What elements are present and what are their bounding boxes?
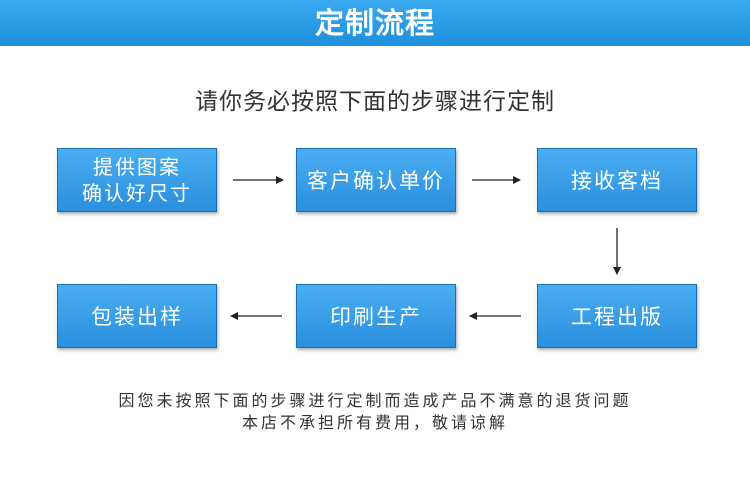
step-provide-design: 提供图案 确认好尺寸 [57, 148, 217, 212]
header-bar [0, 0, 750, 46]
step-engineering-plate: 工程出版 [537, 284, 697, 348]
step-label: 提供图案 确认好尺寸 [82, 155, 192, 205]
notice-line-2: 本店不承担所有费用，敬请谅解 [241, 413, 508, 432]
step-label: 包装出样 [91, 305, 183, 329]
step-label: 印刷生产 [330, 305, 422, 329]
step-label: 工程出版 [571, 305, 663, 329]
page-title: 定制流程 [314, 6, 435, 40]
intro-text: 请你务必按照下面的步骤进行定制 [195, 89, 555, 115]
step-confirm-price: 客户确认单价 [296, 148, 456, 212]
step-package-sample: 包装出样 [57, 284, 217, 348]
step-receive-file: 接收客档 [537, 148, 697, 212]
step-label: 客户确认单价 [307, 169, 445, 193]
step-print-production: 印刷生产 [296, 284, 456, 348]
notice-line-1: 因您未按照下面的步骤进行定制而造成产品不满意的退货问题 [118, 391, 632, 410]
step-label: 接收客档 [571, 169, 663, 193]
notice-text: 因您未按照下面的步骤进行定制而造成产品不满意的退货问题 本店不承担所有费用，敬请… [0, 390, 750, 434]
